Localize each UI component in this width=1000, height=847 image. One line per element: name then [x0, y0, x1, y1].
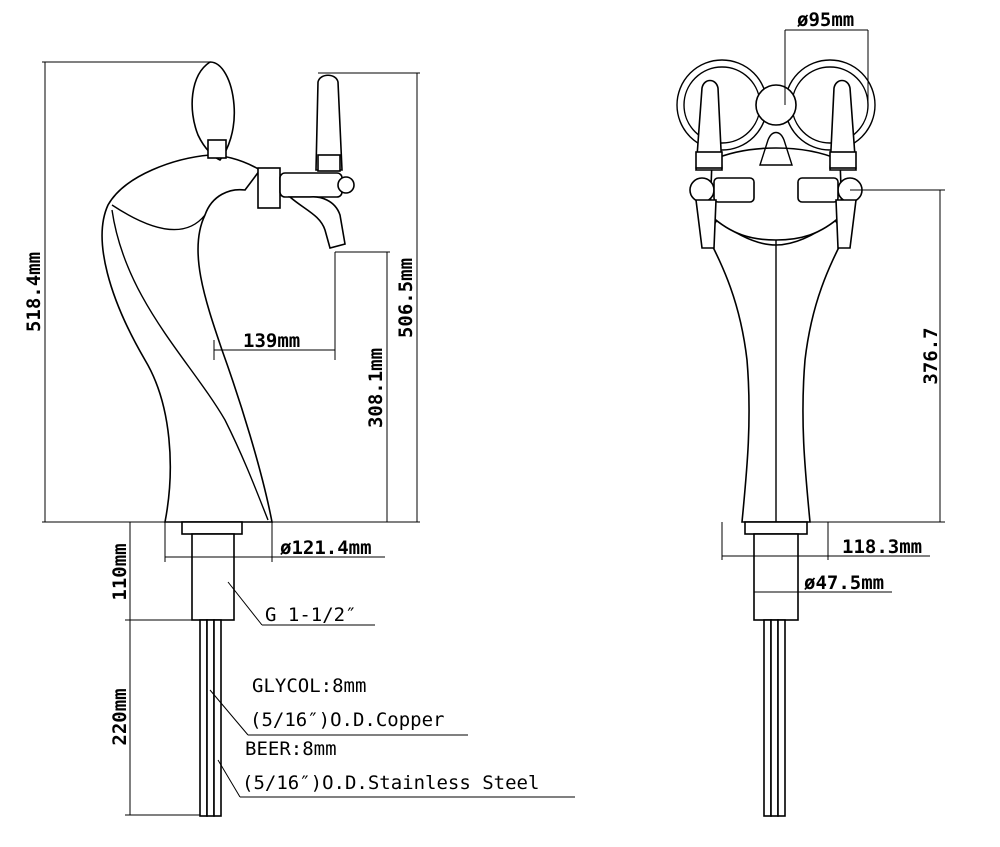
tube-1 [199, 619, 208, 817]
tap-body [279, 172, 343, 198]
tube-2 [206, 619, 215, 817]
front-view: ø95mm 376.7 118.3mm ø47.5mm [676, 9, 945, 817]
medallion-left-outer [676, 59, 768, 151]
label-beer: BEER:8mm [245, 738, 337, 760]
dim-shank-diameter: ø47.5mm [804, 572, 884, 594]
tap-nose [337, 176, 355, 194]
front-tap-handle-right [829, 79, 857, 171]
front-tap-left-body [689, 177, 715, 203]
dim-base-width: 118.3mm [842, 536, 922, 558]
medallion-right-inner [791, 66, 869, 144]
top-knob [191, 61, 236, 161]
medallion-left-inner [683, 66, 761, 144]
dim-spout-reach: 139mm [243, 330, 300, 352]
tap-handle-ferrule [317, 154, 341, 172]
dim-line-length: 220mm [109, 688, 131, 745]
front-base-plate [744, 521, 808, 535]
dim-spout-height: 308.1mm [365, 348, 387, 428]
dim-base-diameter: ø121.4mm [280, 537, 372, 559]
medallion-center [755, 84, 797, 126]
tower-sweep-curve [111, 209, 269, 521]
shank [191, 533, 235, 621]
base-plate [181, 521, 243, 535]
tap-collar [257, 167, 281, 209]
tap-handle [315, 74, 343, 171]
tower-sweep-line [111, 204, 206, 231]
label-glycol: GLYCOL:8mm [252, 675, 366, 697]
front-tap-handle-left [695, 79, 723, 171]
side-view: 518.4mm 506.5mm 308.1mm 139mm ø121.4mm 1… [23, 61, 575, 817]
tube-3 [213, 619, 222, 817]
knob-stem [207, 139, 227, 159]
label-glycol-spec: (5/16″)O.D.Copper [250, 709, 444, 731]
dim-thread: G 1-1/2″ [265, 604, 357, 626]
dim-total-height: 518.4mm [23, 252, 45, 332]
dim-height-to-top: 506.5mm [395, 258, 417, 338]
dim-tap-height: 376.7 [920, 327, 942, 384]
tap-spout [287, 196, 346, 249]
label-beer-spec: (5/16″)O.D.Stainless Steel [242, 772, 539, 794]
dim-medallion-diameter: ø95mm [797, 9, 854, 31]
front-shank [753, 533, 799, 621]
medallion-right-outer [784, 59, 876, 151]
dim-shank-length: 110mm [109, 543, 131, 600]
